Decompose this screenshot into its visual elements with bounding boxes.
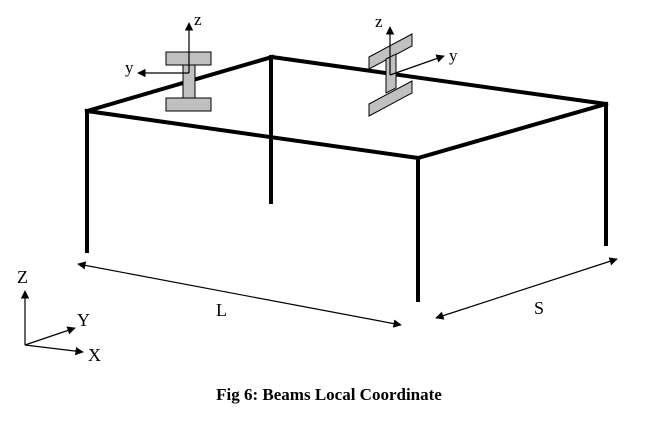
figure-caption: Fig 6: Beams Local Coordinate [216, 385, 442, 404]
beam-back-left [84, 54, 275, 114]
local-y-axis-right [389, 54, 445, 76]
dimension-lines [77, 257, 618, 328]
global-axes [20, 290, 84, 356]
global-x-axis [24, 344, 84, 356]
i-section-right: z y [368, 12, 458, 117]
i-section-right-bottom-flange [368, 80, 413, 117]
beam-left-z-label: z [194, 10, 202, 29]
global-z-label: Z [17, 267, 28, 287]
dimension-length-label: L [216, 300, 227, 320]
beam-front-right [415, 101, 609, 161]
global-x-label: X [88, 345, 101, 365]
beam-right-z-label: z [375, 12, 383, 31]
i-section-right-web [385, 53, 397, 94]
i-section-left: z y [125, 10, 212, 112]
global-y-axis [24, 326, 76, 346]
beam-back-right [269, 54, 609, 107]
frame-structure [84, 54, 609, 302]
dimension-span-label: S [534, 298, 544, 318]
i-section-left-bottom-flange [165, 97, 212, 112]
dimension-length-line [77, 261, 402, 328]
dimension-span-line [435, 257, 618, 320]
beam-left-y-label: y [125, 58, 134, 77]
beam-front-left [84, 108, 421, 161]
beam-right-y-label: y [449, 46, 458, 65]
global-y-label: Y [77, 310, 90, 330]
